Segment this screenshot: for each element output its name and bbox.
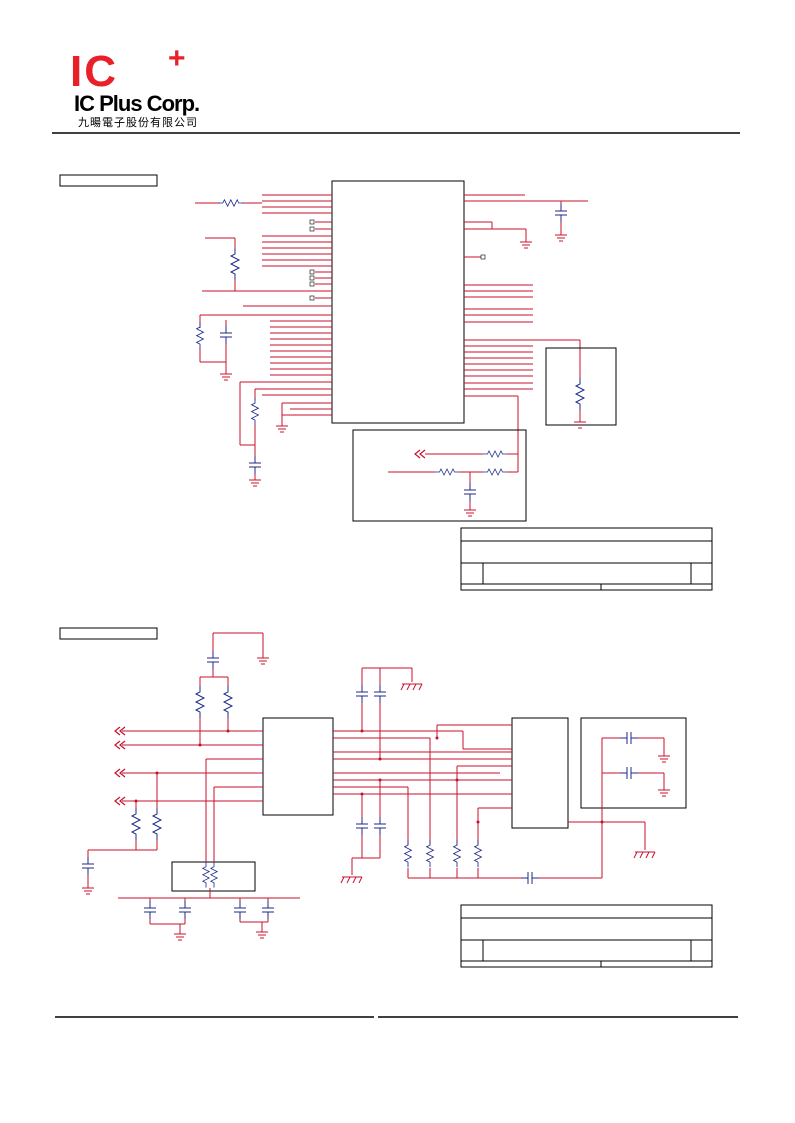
top-bottom-sub-components <box>434 450 508 502</box>
logo-company-name: IC Plus Corp. <box>74 91 200 116</box>
logo-plus: + <box>168 42 186 75</box>
bottom-schematic <box>59 627 713 968</box>
bottom-components <box>81 650 639 920</box>
logo-mark: IC <box>70 47 118 96</box>
bottom-title-block <box>460 904 713 968</box>
top-right-sub-block <box>545 347 617 426</box>
bottom-ic-right <box>511 717 569 829</box>
top-section-label-box <box>59 174 158 187</box>
top-right-grounds <box>519 228 587 429</box>
bottom-wires <box>87 632 665 928</box>
bottom-signal-arrows <box>114 726 126 806</box>
top-left-grounds <box>219 367 289 487</box>
bottom-junction-dots <box>134 729 604 824</box>
top-bottom-sub-block <box>352 429 527 522</box>
top-schematic <box>59 174 713 591</box>
bottom-ic-left <box>262 717 334 816</box>
main-ic-chip <box>331 180 465 424</box>
top-right-pin-wires <box>464 194 588 472</box>
bottom-grounds <box>81 651 671 941</box>
bottom-section-label-box <box>59 627 158 640</box>
top-left-network <box>195 202 290 456</box>
top-title-block <box>460 527 713 591</box>
logo-chinese-name: 九暘電子股份有限公司 <box>78 116 198 129</box>
top-bottom-sub-wires <box>388 453 518 504</box>
top-bottom-sub-arrow <box>414 449 426 459</box>
company-logo: IC + IC Plus Corp. 九暘電子股份有限公司 <box>70 44 210 132</box>
top-left-pin-wires <box>202 194 332 416</box>
top-left-components <box>196 199 262 475</box>
bottom-right-sub-block <box>580 717 687 809</box>
top-left-test-points <box>309 219 315 301</box>
top-right-test-point <box>480 254 486 260</box>
